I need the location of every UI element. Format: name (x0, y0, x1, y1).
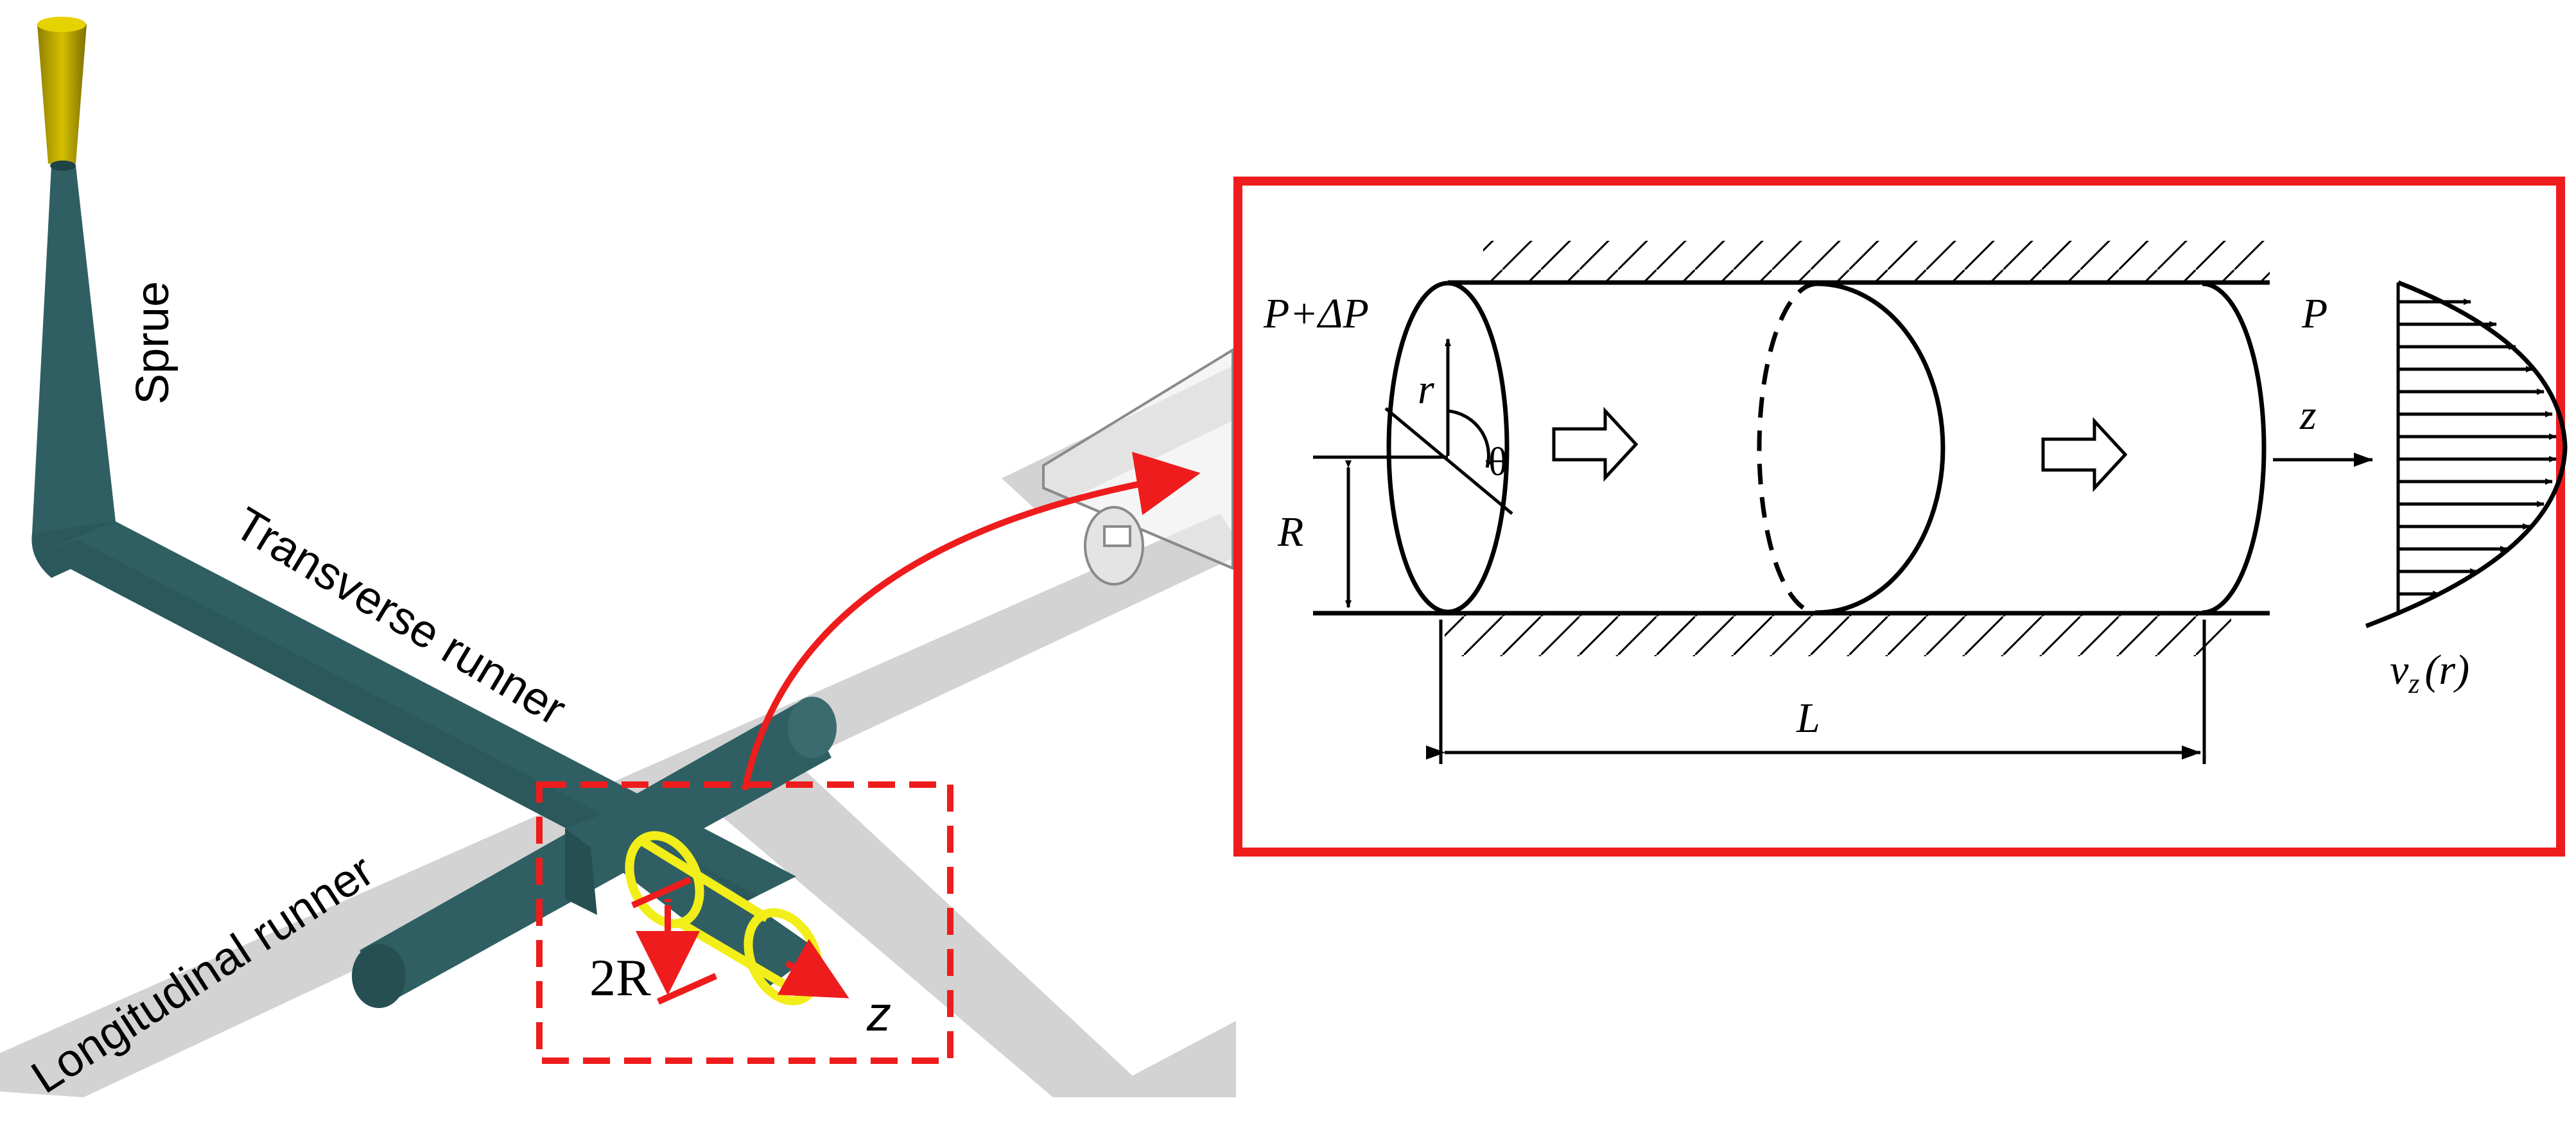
velocity-subscript: z (2408, 668, 2419, 699)
sprue-tube (31, 161, 128, 578)
bottom-wall-hatch (1445, 615, 2231, 656)
radius-construction (1313, 338, 1513, 608)
velocity-profile (2365, 280, 2568, 629)
runner-system-illustration: Sprue Transverse runner Longitudinal run… (0, 17, 1246, 1103)
detail-frame (1233, 177, 2565, 857)
mid-section-solid (1816, 281, 1945, 615)
flow-arrow-2 (2041, 417, 2128, 492)
z-axis-label-left: z (866, 987, 891, 1041)
diameter-annotation (631, 876, 849, 1005)
pipe-walls (1313, 241, 2270, 656)
flow-arrow-1 (1552, 406, 1639, 482)
length-label: L (1796, 695, 1820, 742)
inlet-pressure-label: P+ΔP (1263, 290, 1369, 337)
part-plate (1042, 347, 1234, 586)
velocity-argument: (r) (2424, 647, 2469, 693)
profile-vectors (2398, 299, 2557, 597)
sprue-cone (37, 17, 87, 164)
length-dimension (1426, 620, 2206, 764)
angle-label: θ (1488, 440, 1508, 484)
connector-arrow (742, 451, 1201, 791)
diameter-label: 2R (589, 948, 651, 1007)
outlet-pressure-label: P (2301, 290, 2328, 337)
flow-arrows (1552, 406, 2128, 492)
radius-r-label: r (1418, 366, 1434, 413)
longitudinal-runner (352, 697, 837, 1008)
sprue-label: Sprue (127, 281, 178, 405)
radius-R-label: R (1277, 509, 1303, 555)
mid-section-dashed (1757, 281, 1818, 615)
velocity-symbol: v (2390, 647, 2409, 693)
inlet-face (1386, 281, 1510, 614)
top-wall-hatch (1483, 241, 2270, 282)
flow-detail-panel: P+ΔP P r θ R z L vz(r) (1233, 177, 2568, 857)
profile-curve (2365, 280, 2568, 629)
velocity-label: vz(r) (2390, 647, 2469, 699)
fluid-cylinder (1386, 281, 2267, 615)
outlet-face (2202, 281, 2267, 615)
z-axis-label: z (2299, 392, 2317, 439)
